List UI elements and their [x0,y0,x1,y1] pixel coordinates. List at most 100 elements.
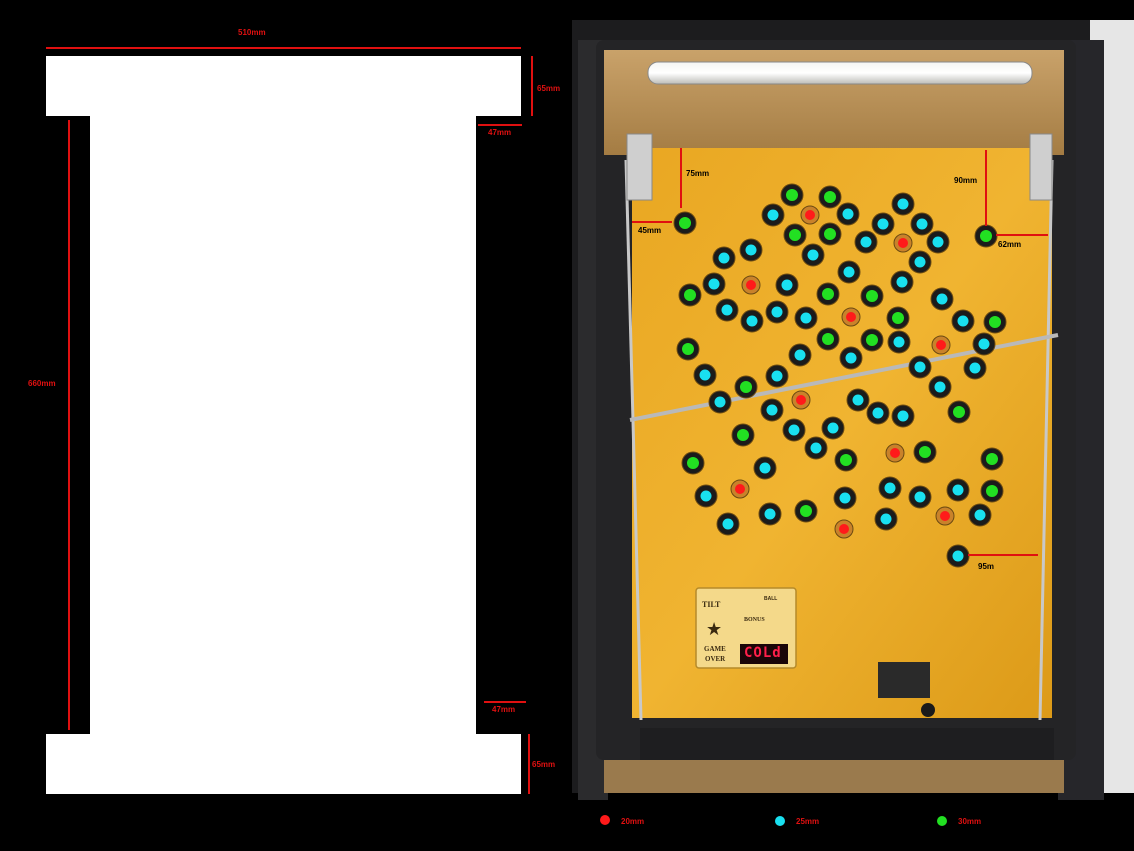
dim-90-label: 90mm [954,176,978,185]
hole-cyan-40 [716,512,740,536]
top-band-dimension-line [531,56,533,116]
dim-75-label: 75mm [686,169,710,178]
hole-cyan-0 [761,203,785,227]
hole-green-18 [834,448,858,472]
hole-cyan-42 [833,486,857,510]
right-rod [1038,159,1054,721]
hole-cyan-46 [968,503,992,527]
hole-red-6 [885,443,905,463]
hole-cyan-29 [782,418,806,442]
hole-cyan-37 [963,356,987,380]
hole-green-10 [983,310,1007,334]
game-over-label-2: OVER [705,655,726,663]
bonus-label: BONUS [744,617,765,623]
hole-red-2 [741,275,761,295]
hole-green-13 [676,337,700,361]
hole-red-3 [841,307,861,327]
hole-green-5 [974,224,998,248]
dim-95-label: 95m [978,562,995,571]
hole-green-8 [860,284,884,308]
top-band-dimension-label: 65mm [537,84,561,93]
hole-green-21 [980,479,1004,503]
hole-cyan-30 [804,436,828,460]
bottom-band-dimension-label: 65mm [532,760,556,769]
hole-red-8 [834,519,854,539]
dim-45-label: 45mm [638,226,662,235]
hole-green-11 [816,327,840,351]
drain-hole [921,703,935,717]
width-dimension-line [46,47,521,49]
hole-green-19 [913,440,937,464]
inset-bottom-dimension-line [484,701,526,703]
hole-cyan-27 [708,390,732,414]
hole-green-9 [886,306,910,330]
legend-label-20mm: 20mm [621,817,645,826]
game-over-label-1: GAME [704,645,726,653]
hole-cyan-16 [740,309,764,333]
hole-green-15 [947,400,971,424]
hole-cyan-23 [839,346,863,370]
width-dimension-label: 510mm [238,28,266,37]
hole-cyan-47 [874,507,898,531]
hole-cyan-13 [890,270,914,294]
hole-cyan-5 [926,230,950,254]
hole-cyan-17 [765,300,789,324]
hole-cyan-15 [715,298,739,322]
hole-green-3 [783,223,807,247]
light-tube [647,61,1033,85]
score-display-text: COLd [744,645,782,661]
hole-cyan-24 [788,343,812,367]
hole-cyan-9 [712,246,736,270]
legend-label-25mm: 25mm [796,817,820,826]
hole-green-16 [731,423,755,447]
hole-cyan-32 [846,388,870,412]
star-icon: ★ [706,619,723,639]
top-band [46,56,521,116]
hole-cyan-21 [972,332,996,356]
hole-cyan-12 [837,260,861,284]
hole-cyan-26 [765,364,789,388]
inset-top-dimension-line [478,124,522,126]
height-dimension-label: 660mm [28,379,56,388]
hole-cyan-8 [739,238,763,262]
hole-green-14 [734,375,758,399]
center-panel [90,116,476,734]
score-display [740,644,788,664]
left-bracket [626,133,653,201]
hole-cyan-3 [891,192,915,216]
hole-red-1 [893,233,913,253]
hole-red-4 [931,335,951,355]
hole-green-22 [794,499,818,523]
hole-cyan-18 [794,306,818,330]
hole-cyan-39 [694,484,718,508]
hole-green-2 [673,211,697,235]
hole-cyan-11 [775,273,799,297]
hole-green-0 [780,183,804,207]
hole-cyan-6 [854,230,878,254]
hole-cyan-36 [928,375,952,399]
hole-cyan-34 [891,404,915,428]
hole-green-4 [818,222,842,246]
hole-cyan-10 [702,272,726,296]
hole-cyan-4 [910,212,934,236]
hole-red-5 [791,390,811,410]
tilt-label: TILT [702,600,721,609]
inset-bottom-dimension-label: 47mm [492,705,516,714]
legend-dot-25mm [775,816,785,826]
hole-cyan-45 [946,478,970,502]
hole-cyan-28 [760,398,784,422]
hole-red-0 [800,205,820,225]
left-rod [624,159,643,721]
hole-cyan-41 [758,502,782,526]
hole-cyan-14 [908,250,932,274]
dim-62-label: 62mm [998,240,1022,249]
bottom-band-dimension-line [528,734,530,794]
legend-dot-20mm [600,815,610,825]
hole-green-6 [678,283,702,307]
hole-cyan-35 [908,355,932,379]
hole-cyan-31 [821,416,845,440]
bottom-band [46,734,521,794]
hole-green-17 [681,451,705,475]
legend-dot-30mm [937,816,947,826]
